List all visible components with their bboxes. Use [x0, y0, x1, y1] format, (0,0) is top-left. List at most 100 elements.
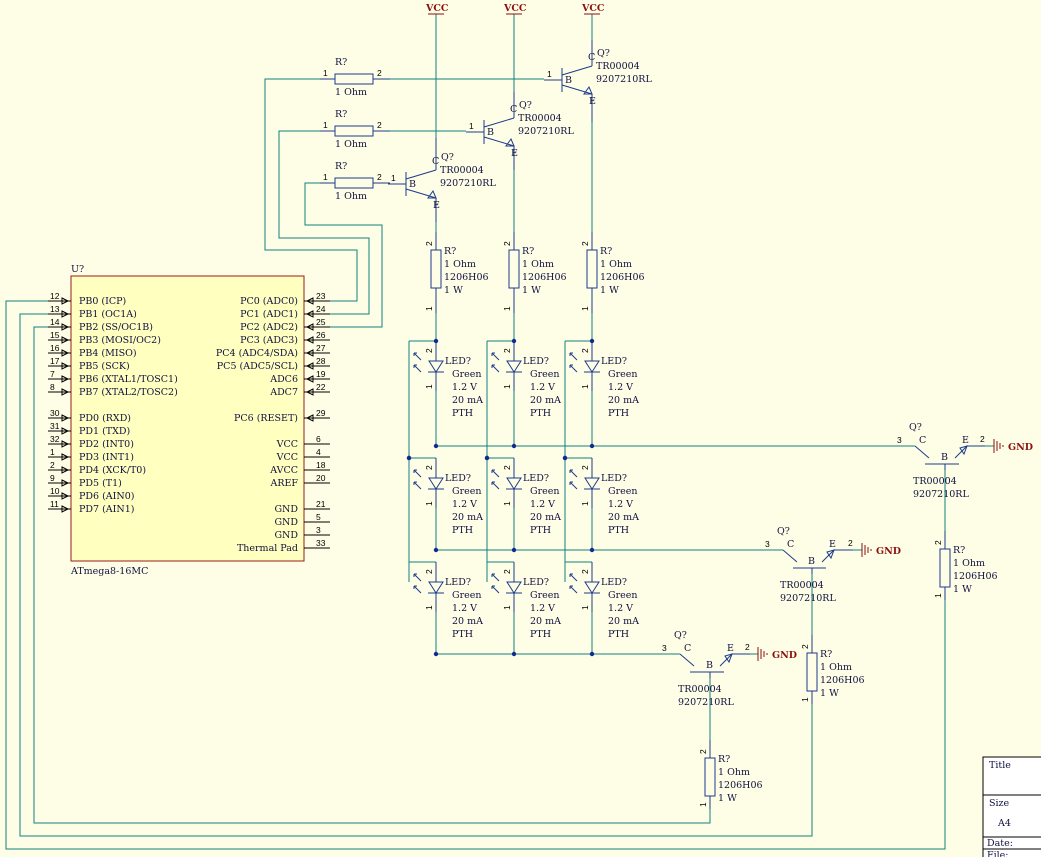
transistor-emitter [954, 445, 968, 459]
ic-pin-number: 27 [316, 343, 326, 353]
ic-pin-marker [61, 349, 70, 357]
transistor-ref: Q? [519, 100, 532, 111]
resistor-value: 1 Ohm [600, 259, 632, 270]
ic-pin-number: 18 [316, 460, 326, 470]
led-ref: LED? [523, 473, 549, 484]
led-pin-number: 1 [580, 605, 590, 610]
led-color: Green [608, 486, 638, 497]
ic-pin-number: 14 [50, 317, 60, 327]
ic-pin-number: 21 [316, 499, 326, 509]
junction-dot [589, 338, 595, 344]
ic-pin-marker [61, 414, 70, 422]
ic-pin-number: 11 [50, 499, 59, 509]
transistor-collector [405, 169, 437, 180]
transistor-e-label: E [829, 539, 836, 550]
transistor-part: TR00004 [440, 165, 484, 176]
junction-dot [511, 338, 517, 344]
transistor-collector [561, 65, 593, 76]
transistor-arrow [959, 445, 968, 456]
ic-pin-name: PC3 (ADC3) [240, 335, 298, 346]
ic-pin-name: GND [274, 504, 298, 515]
ic-pin-name: PB6 (XTAL1/TOSC1) [79, 374, 178, 385]
ic-pin-name: PD1 (TXD) [79, 426, 130, 437]
transistor-arrow [583, 85, 593, 95]
wire [5, 300, 946, 850]
resistor-ref: R? [335, 57, 347, 68]
resistor-body [704, 757, 716, 797]
ic-pin-name: PD2 (INT0) [79, 439, 134, 450]
transistor-ref: Q? [674, 630, 687, 641]
ic-pin-number: 10 [50, 486, 60, 496]
led-package: PTH [530, 629, 551, 640]
led-current: 20 mA [452, 395, 483, 406]
wire [304, 182, 383, 328]
resistor-body [806, 652, 818, 692]
resistor-footprint: 1206H06 [444, 272, 489, 283]
resistor-pin-number: 1 [323, 120, 328, 130]
transistor-code: 9207210RL [596, 74, 652, 85]
ic-pin-number: 32 [50, 434, 60, 444]
led-arrow [491, 469, 500, 478]
ic-pin-number: 4 [316, 447, 321, 457]
transistor-c-label: C [510, 104, 517, 115]
ic-pin-name: VCC [276, 439, 298, 450]
ic-pin-number: 1 [50, 447, 55, 457]
led-package: PTH [608, 408, 629, 419]
ic-pin-marker [61, 440, 70, 448]
led-voltage: 1.2 V [530, 499, 555, 510]
gnd-icon [861, 542, 872, 558]
ic-pin-number: 20 [316, 473, 326, 483]
ic-pin-name: PB3 (MOSI/OC2) [79, 335, 161, 346]
led-triangle [584, 360, 600, 373]
ic-pin-marker [61, 453, 70, 461]
led-ref: LED? [523, 356, 549, 367]
transistor-emitter [483, 136, 515, 147]
transistor-b-label: B [808, 556, 815, 567]
led-voltage: 1.2 V [452, 499, 477, 510]
resistor-pin-number: 1 [698, 802, 708, 807]
transistor-pin-number: 1 [469, 121, 474, 131]
gnd-symbol [993, 438, 1004, 454]
junction-dot [433, 651, 439, 657]
transistor-part: TR00004 [913, 476, 957, 487]
ic-pin-marker [305, 414, 314, 422]
ic-pin-marker [61, 466, 70, 474]
led-ref: LED? [445, 473, 471, 484]
led-package: PTH [452, 525, 473, 536]
transistor-collector [782, 549, 798, 563]
transistor-arrow [724, 653, 733, 664]
transistor-b-label: B [409, 179, 416, 190]
resistor-pin-number: 2 [377, 172, 382, 182]
ic-ref: U? [71, 264, 84, 275]
led-arrow [413, 364, 422, 373]
resistor-value: 1 Ohm [335, 87, 367, 98]
led-color: Green [452, 590, 482, 601]
junction-dot [589, 651, 595, 657]
ic-pin-name: GND [274, 517, 298, 528]
led-arrow [491, 573, 500, 582]
led-pin-number: 1 [502, 384, 512, 389]
ic-pin-name: PB7 (XTAL2/TOSC2) [79, 387, 178, 398]
vcc-label: VCC [581, 3, 605, 14]
resistor-body [586, 249, 598, 289]
transistor-part: TR00004 [678, 684, 722, 695]
led-pin-number: 2 [502, 348, 512, 353]
resistor-footprint: 1206H06 [953, 571, 998, 582]
transistor-code: 9207210RL [780, 593, 836, 604]
resistor-value: 1 Ohm [335, 191, 367, 202]
resistor-value: 1 Ohm [444, 259, 476, 270]
transistor-code: 9207210RL [518, 126, 574, 137]
led-arrow [413, 352, 422, 361]
led-pin-number: 1 [580, 501, 590, 506]
ic-pin-marker [61, 362, 70, 370]
transistor-emitter [405, 188, 437, 199]
ic-pin-marker [61, 388, 70, 396]
led-triangle [584, 477, 600, 490]
led-voltage: 1.2 V [530, 603, 555, 614]
led-current: 20 mA [530, 616, 561, 627]
led-package: PTH [452, 408, 473, 419]
resistor-pin-number: 2 [377, 120, 382, 130]
junction-dot [562, 455, 568, 461]
transistor-arrow [505, 137, 515, 147]
transistor-collector [679, 653, 695, 667]
